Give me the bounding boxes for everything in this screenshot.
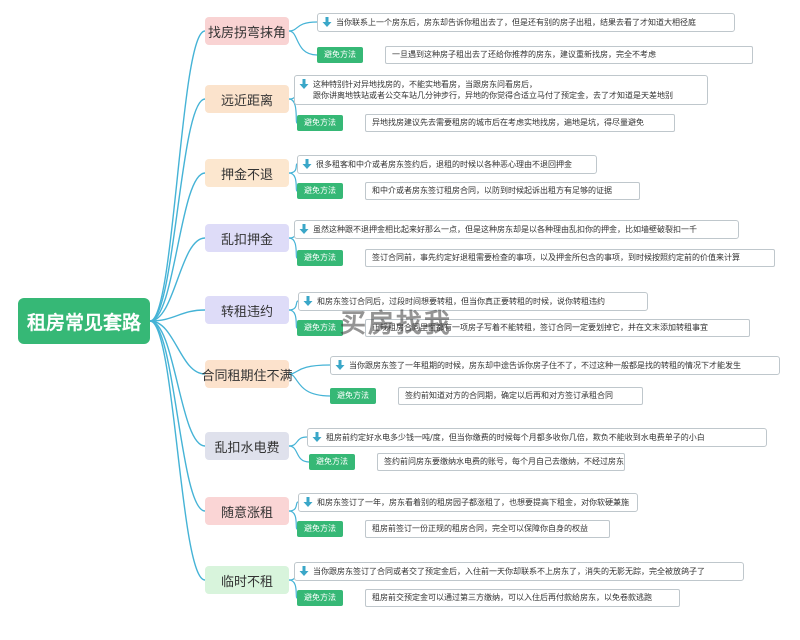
branch-1: 找房拐弯抹角 当你联系上一个房东后，房东却告诉你租出去了，但是还有别的房子出租，结… (0, 13, 800, 77)
avoid-method-text: 签约前问房东要缴纳水电费的账号，每个月自己去缴纳，不经过房东 (377, 453, 625, 471)
connector-line (288, 237, 298, 259)
avoid-method-text: 租房前交预定金可以通过第三方缴纳，可以入住后再付款给房东，以免卷款逃跑 (365, 589, 680, 607)
description-line: 这种特别针对异地找房的，不能实地看房，当跟房东问看房后， (313, 80, 537, 89)
description-box: 当你跟房东签了一年租期的时候，房东却中途告诉你房子住不了，不过这种一般都是找的转… (330, 356, 780, 375)
avoid-method-text: 签订合同前，事先约定好退租需要检查的事项，以及押金所包含的事项，到时候按照约定前… (365, 249, 775, 267)
branch-4: 乱扣押金 虽然这种跟不退押金相比起来好那么一点，但是这种房东却是以各种理由乱扣你的… (0, 220, 800, 284)
avoid-method-label[interactable]: 避免方法 (330, 388, 376, 404)
branch-6: 合同租期住不满 当你跟房东签了一年租期的时候，房东却中途告诉你房子住不了，不过这种… (0, 356, 800, 420)
avoid-method-text: 签约前知道对方的合同期，确定以后再和对方签订承租合同 (398, 387, 643, 405)
arrow-down-icon (312, 432, 322, 442)
connector-line (288, 309, 298, 329)
branch-2: 远近距离 这种特别针对异地找房的，不能实地看房，当跟房东问看房后， 跟你讲离地铁站或… (0, 75, 800, 145)
description-line: 当你跟房东签了一年租期的时候，房东却中途告诉你房子住不了，不过这种一般都是找的转… (349, 361, 741, 370)
avoid-method-label[interactable]: 避免方法 (297, 521, 343, 537)
connector-line (149, 320, 206, 375)
avoid-method-label[interactable]: 避免方法 (297, 320, 343, 336)
root-topic[interactable]: 租房常见套路 (18, 298, 150, 344)
connector-line (288, 172, 298, 192)
description-box: 和房东签订了一年，房东看着别的租房园子都涨租了，也想要提高下租金，对你软硬兼施 (298, 493, 638, 512)
avoid-method-text: 和中介或者房东签订租房合同，以防到时候起诉出租方有足够的证据 (365, 182, 640, 200)
avoid-method-text: 正规租房合同里面都有一项房子写着不能转租，签订合同一定要划掉它，并在文末添加转租… (365, 319, 750, 337)
connector-line (288, 98, 298, 124)
description-box: 租房前约定好水电多少钱一吨/度，但当你缴费的时候每个月都多收你几倍，欺负不能收到… (307, 428, 767, 447)
branch-topic[interactable]: 合同租期住不满 (202, 360, 293, 388)
branch-topic[interactable]: 临时不租 (205, 566, 289, 594)
branch-5: 转租违约 和房东签订合同后，过段时间想要转租，但当你真正要转租的时候，说你转租违约… (0, 292, 800, 356)
branch-7: 乱扣水电费 租房前约定好水电多少钱一吨/度，但当你缴费的时候每个月都多收你几倍，欺… (0, 428, 800, 492)
branch-topic[interactable]: 远近距离 (205, 85, 289, 113)
description-box: 虽然这种跟不退押金相比起来好那么一点，但是这种房东却是以各种理由乱扣你的押金，比… (294, 220, 739, 239)
connector-line (149, 320, 206, 581)
avoid-method-label[interactable]: 避免方法 (297, 115, 343, 131)
description-box: 当你联系上一个房东后，房东却告诉你租出去了，但是还有别的房子出租，结果去看了才知… (317, 13, 735, 32)
branch-topic[interactable]: 转租违约 (205, 296, 289, 324)
description-line: 和房东签订合同后，过段时间想要转租，但当你真正要转租的时候，说你转租违约 (317, 297, 605, 306)
branch-topic[interactable]: 随意涨租 (205, 497, 289, 525)
connector-line (288, 30, 318, 56)
arrow-down-icon (303, 497, 313, 507)
description-line: 当你联系上一个房东后，房东却告诉你租出去了，但是还有别的房子出租，结果去看了才知… (336, 18, 696, 27)
avoid-method-text: 异地找房建议先去需要租房的城市后在考虑实地找房，遍地是坑，得尽量避免 (365, 114, 675, 132)
connector-line (149, 98, 206, 322)
connector-line (288, 445, 310, 463)
description-box: 和房东签订合同后，过段时间想要转租，但当你真正要转租的时候，说你转租违约 (298, 292, 648, 311)
arrow-down-icon (302, 159, 312, 169)
branch-3: 押金不退 很多租客和中介或者房东签约后，退租的时候以各种恶心理由不退回押金避免方法… (0, 155, 800, 219)
avoid-method-text: 租房前签订一份正规的租房合同，完全可以保障你自身的权益 (365, 520, 610, 538)
connector-line (288, 373, 331, 397)
connector-line (149, 309, 206, 322)
arrow-down-icon (299, 224, 309, 234)
connector-line (288, 579, 298, 599)
branch-topic[interactable]: 乱扣押金 (205, 224, 289, 252)
arrow-down-icon (303, 296, 313, 306)
description-line: 当你跟房东签订了合同或者交了预定金后，入住前一天你却联系不上房东了，消失的无影无… (313, 567, 705, 576)
description-box: 这种特别针对异地找房的，不能实地看房，当跟房东问看房后， 跟你讲离地铁站或者公交车… (294, 75, 708, 105)
branch-topic[interactable]: 找房拐弯抹角 (205, 17, 289, 45)
connector-line (149, 237, 206, 322)
connector-line (149, 30, 206, 322)
connector-line (149, 320, 206, 447)
description-line: 很多租客和中介或者房东签约后，退租的时候以各种恶心理由不退回押金 (316, 160, 572, 169)
connector-line (288, 364, 331, 375)
arrow-down-icon (322, 17, 332, 27)
description-line: 虽然这种跟不退押金相比起来好那么一点，但是这种房东却是以各种理由乱扣你的押金，比… (313, 225, 697, 234)
arrow-down-icon (299, 79, 309, 89)
description-line: 和房东签订了一年，房东看着别的租房园子都涨租了，也想要提高下租金，对你软硬兼施 (317, 498, 629, 507)
avoid-method-label[interactable]: 避免方法 (309, 454, 355, 470)
connector-line (149, 320, 206, 512)
arrow-down-icon (299, 566, 309, 576)
avoid-method-label[interactable]: 避免方法 (297, 250, 343, 266)
description-box: 当你跟房东签订了合同或者交了预定金后，入住前一天你却联系不上房东了，消失的无影无… (294, 562, 744, 581)
connector-line (288, 510, 298, 530)
avoid-method-label[interactable]: 避免方法 (297, 183, 343, 199)
branch-9: 临时不租 当你跟房东签订了合同或者交了预定金后，入住前一天你却联系不上房东了，消失… (0, 562, 800, 626)
description-line: 跟你讲离地铁站或者公交车站几分钟步行，异地的你觉得合适立马付了预定金，去了才知道… (313, 91, 673, 100)
description-box: 很多租客和中介或者房东签约后，退租的时候以各种恶心理由不退回押金 (297, 155, 597, 174)
arrow-down-icon (335, 360, 345, 370)
branch-topic[interactable]: 押金不退 (205, 159, 289, 187)
connector-line (288, 21, 318, 32)
branch-topic[interactable]: 乱扣水电费 (205, 432, 289, 460)
branch-8: 随意涨租 和房东签订了一年，房东看着别的租房园子都涨租了，也想要提高下租金，对你软… (0, 493, 800, 557)
connector-line (149, 172, 206, 322)
description-line: 租房前约定好水电多少钱一吨/度，但当你缴费的时候每个月都多收你几倍，欺负不能收到… (326, 433, 705, 442)
avoid-method-text: 一旦遇到这种房子租出去了还给你推荐的房东，建议重新找房，完全不考虑 (385, 46, 753, 64)
avoid-method-label[interactable]: 避免方法 (317, 47, 363, 63)
avoid-method-label[interactable]: 避免方法 (297, 590, 343, 606)
